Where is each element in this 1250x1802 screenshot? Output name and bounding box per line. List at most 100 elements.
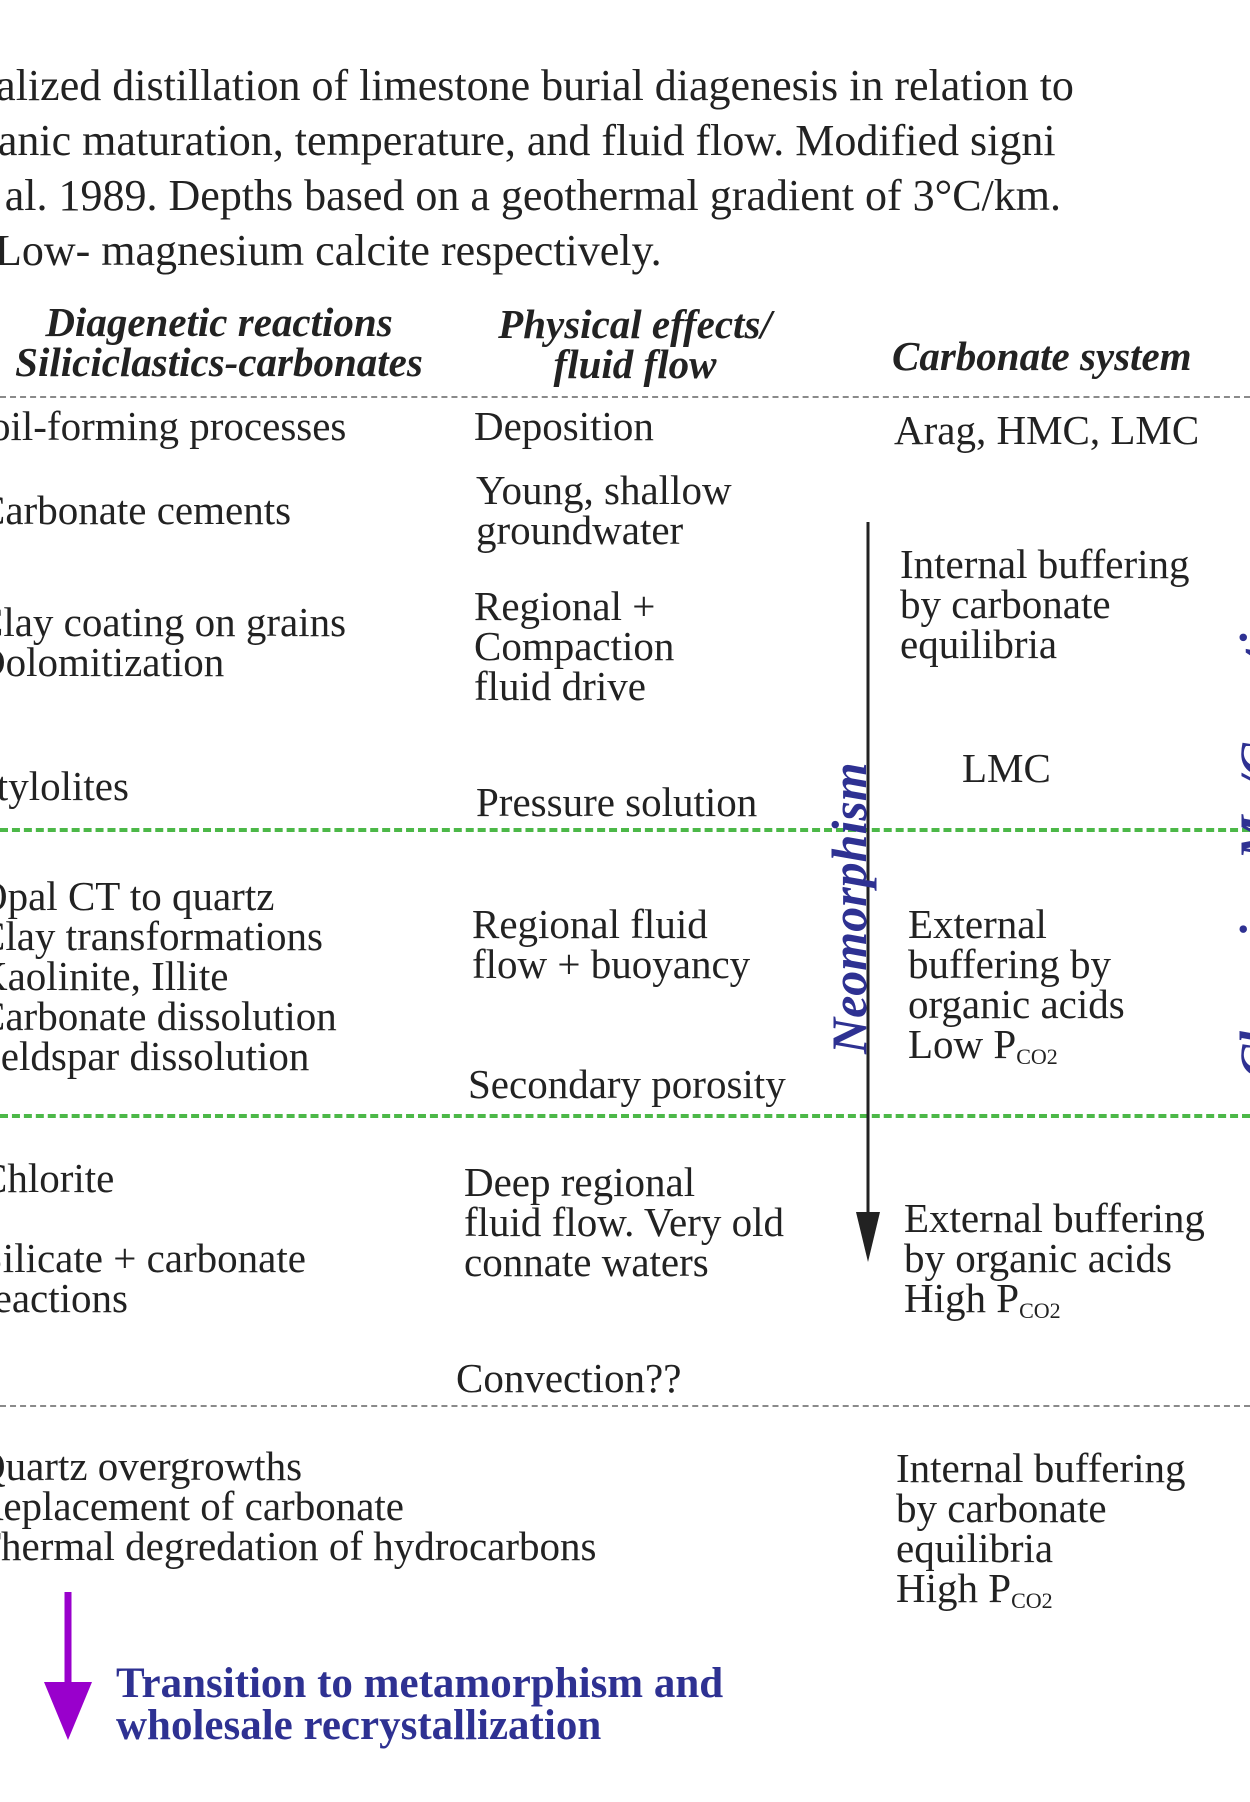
zone7-diagenetic-line-1: Quartz overgrowths [0,1443,303,1489]
zone6-physical-line-2: fluid flow. Very old [464,1199,784,1245]
zone6-diagenetic-top: Chlorite [0,1155,115,1201]
zone6-carbonate-line-1: External buffering [904,1195,1205,1241]
zone3-carbonate-line-2: by carbonate [900,581,1111,627]
zone5-pco2: Low PCO2 [908,1024,1125,1077]
zone1-carbonate-line: Arag, HMC, LMC [894,407,1200,453]
chemistry-label: Changing Mg/Ca ratio [1229,608,1250,1078]
header-divider [0,396,1250,398]
zone5-carbonate-line-3: organic acids [908,981,1125,1027]
zone7-carbonate-line-1: Internal buffering [896,1445,1186,1491]
zone-divider-2 [0,1114,1250,1118]
zone4-physical-line: Pressure solution [476,779,758,825]
zone3-carbonate-line-1: Internal buffering [900,541,1190,587]
header-physical: Physical effects/ fluid flow [470,301,800,387]
zone3-carbonate: Internal buffering by carbonate equilibr… [900,541,1190,667]
zone5-diagenetic-line-2: Clay transformations [0,913,324,959]
zone1-diagenetic: oil-forming processes [0,403,347,449]
neomorphism-label: Neomorphism [821,762,877,1054]
zone4-physical: Pressure solution [476,779,758,825]
zone5-physical: Regional fluid flow + buoyancy [472,901,751,987]
zone6-convection: Convection?? [456,1355,682,1401]
caption-line-1: eralized distillation of limestone buria… [0,61,1074,110]
zone5-physical-line-1: Regional fluid [472,901,708,947]
zone3-physical-line-1: Regional + [474,583,656,629]
header-diagenetic-line-2: Siliciclastics-carbonates [15,339,423,385]
neomorphism-arrow [856,522,880,1262]
zone6-pco2-prefix: High P [904,1275,1020,1321]
header-diagenetic: Diagenetic reactions Siliciclastics-carb… [0,299,454,385]
zone6-physical-extra: Convection?? [456,1355,682,1401]
zone3-diagenetic: Clay coating on grains Dolomitization [0,599,347,685]
zone2-physical-line-2: groundwater [476,507,684,553]
zone5-diagenetic-line-5: Feldspar dissolution [0,1033,310,1079]
header-diagenetic-line-1: Diagenetic reactions [45,299,393,345]
zone7-carbonate-line-3: equilibria [896,1525,1054,1571]
caption-line-2: rganic maturation, temperature, and flui… [0,116,1056,165]
zone5-secondary-porosity: Secondary porosity [468,1061,786,1107]
zone3-physical: Regional + Compaction fluid drive [474,583,675,709]
zone7-diagenetic-line-2: Replacement of carbonate [0,1483,404,1529]
zone1-physical: Deposition [474,403,654,449]
zone2-physical-line-1: Young, shallow [476,467,732,513]
zone5-diagenetic: Opal CT to quartz Clay transformations K… [0,873,337,1079]
transition-line-2: wholesale recrystallization [116,1702,602,1749]
zone7-pco2: High PCO2 [896,1568,1186,1621]
zone6-diagenetic-line-1: Silicate + carbonate [0,1235,306,1281]
zone5-diagenetic-line-1: Opal CT to quartz [0,873,275,919]
zone3-diagenetic-line-2: Dolomitization [0,639,225,685]
zone-divider-3 [0,1405,1250,1407]
zone3-physical-line-3: fluid drive [474,663,646,709]
zone4-carbonate-line: LMC [962,745,1051,791]
zone6-chlorite: Chlorite [0,1155,115,1201]
zone2-physical: Young, shallow groundwater [476,467,732,553]
zone5-physical-extra: Secondary porosity [468,1061,786,1107]
transition-note: Transition to metamorphism and wholesale… [116,1660,724,1749]
caption-line-4: d Low- magnesium calcite respectively. [0,226,662,275]
zone1-physical-line: Deposition [474,403,654,449]
zone5-diagenetic-line-4: Carbonate dissolution [0,993,337,1039]
zone6-carbonate-line-2: by organic acids [904,1235,1172,1281]
zone7-carbonate: Internal buffering by carbonate equilibr… [896,1448,1186,1621]
zone-divider-1 [0,828,1250,832]
zone5-carbonate-line-1: External [908,901,1047,947]
header-carbonate-text: Carbonate system [892,333,1192,379]
zone5-pco2-sub: CO2 [1016,1044,1058,1069]
zone6-diagenetic-line-2: reactions [0,1275,128,1321]
zone5-diagenetic-line-3: Kaolinite, Illite [0,953,229,999]
zone6-carbonate: External buffering by organic acids High… [904,1198,1205,1331]
zone3-physical-line-2: Compaction [474,623,675,669]
neomorphism-arrow-head [856,1212,880,1262]
zone3-carbonate-line-3: equilibria [900,621,1058,667]
zone2-diagenetic: Carbonate cements [0,487,292,533]
header-carbonate: Carbonate system [892,333,1192,379]
zone6-pco2: High PCO2 [904,1278,1205,1331]
zone7-diagenetic-line-3: Thermal degredation of hydrocarbons [0,1523,597,1569]
transition-line-1: Transition to metamorphism and [116,1660,724,1707]
zone4-diagenetic-line: Stylolites [0,763,129,809]
zone7-pco2-sub: CO2 [1011,1588,1053,1613]
zone7-diagenetic: Quartz overgrowths Replacement of carbon… [0,1443,597,1569]
zone6-physical-line-1: Deep regional [464,1159,696,1205]
figure-caption: eralized distillation of limestone buria… [0,58,1074,278]
zone6-physical: Deep regional fluid flow. Very old conna… [464,1159,784,1285]
transition-arrow-head [44,1682,92,1740]
zone7-pco2-prefix: High P [896,1565,1012,1611]
zone4-diagenetic: Stylolites [0,763,129,809]
zone6-physical-line-3: connate waters [464,1239,709,1285]
zone7-carbonate-line-2: by carbonate [896,1485,1107,1531]
header-physical-line-1: Physical effects/ [498,301,772,347]
zone1-carbonate: Arag, HMC, LMC [894,407,1200,453]
zone5-carbonate-line-2: buffering by [908,941,1112,987]
zone5-physical-line-2: flow + buoyancy [472,941,751,987]
caption-line-3: et al. 1989. Depths based on a geotherma… [0,171,1061,220]
zone5-pco2-prefix: Low P [908,1021,1017,1067]
zone1-diagenetic-line: oil-forming processes [0,403,347,449]
header-physical-line-2: fluid flow [553,341,717,387]
zone6-pco2-sub: CO2 [1019,1298,1061,1323]
zone2-diagenetic-line: Carbonate cements [0,487,292,533]
zone4-carbonate: LMC [962,745,1051,791]
transition-arrow [44,1592,92,1740]
zone6-diagenetic: Silicate + carbonate reactions [0,1235,306,1321]
zone5-carbonate: External buffering by organic acids Low … [908,904,1125,1077]
zone3-diagenetic-line-1: Clay coating on grains [0,599,347,645]
